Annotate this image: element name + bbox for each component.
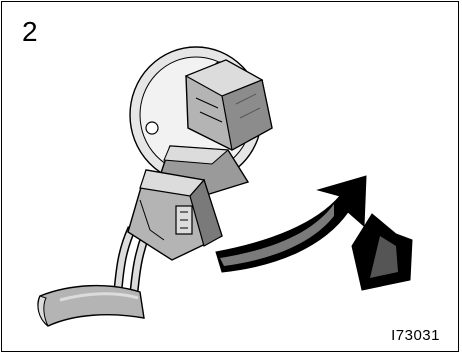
bolt-hole <box>146 122 158 134</box>
wire-harness <box>38 228 146 326</box>
figure-id: I73031 <box>391 328 440 343</box>
curved-arrow-icon <box>216 176 412 290</box>
